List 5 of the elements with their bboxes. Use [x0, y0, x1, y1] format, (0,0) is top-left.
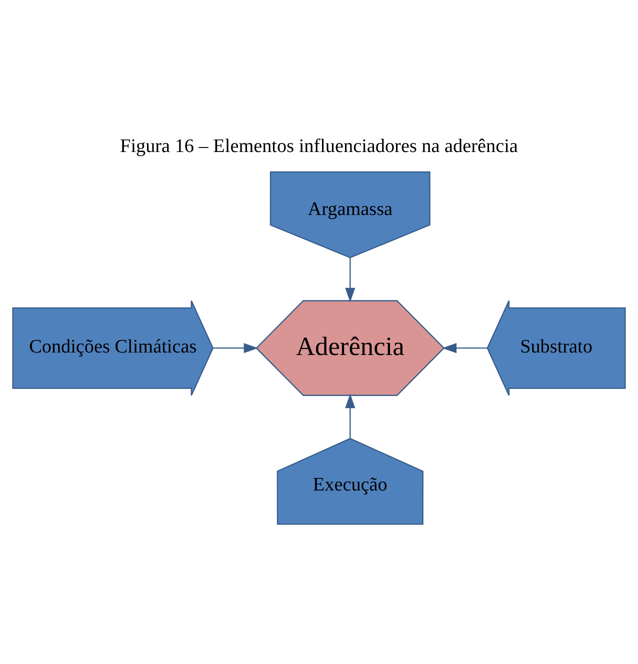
arrow	[345, 257, 356, 302]
arrow	[213, 342, 258, 353]
diagram-title: Figura 16 – Elementos influenciadores na aderência	[120, 135, 518, 156]
arrow	[345, 393, 356, 438]
arrow	[442, 342, 487, 353]
